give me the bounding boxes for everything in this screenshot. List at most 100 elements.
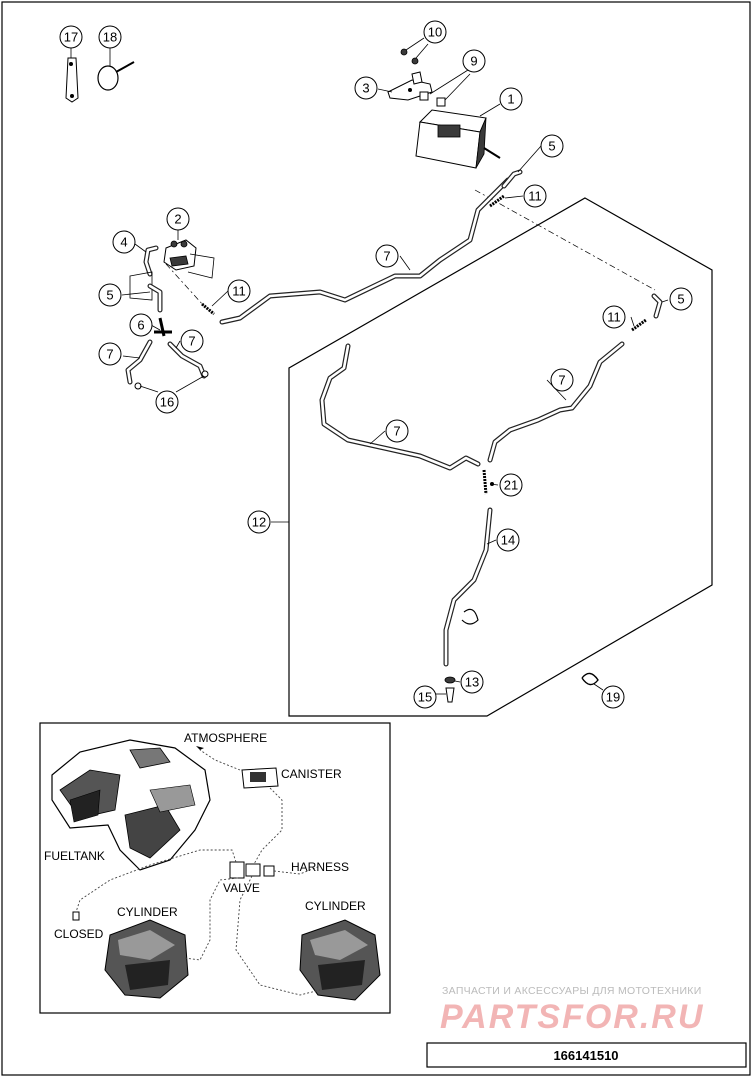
label-closed: CLOSED: [54, 927, 104, 941]
hose-part-7-right: [487, 341, 625, 463]
screws-part-10: [400, 48, 419, 65]
cable-tie-part-18: [97, 61, 135, 91]
svg-text:7: 7: [393, 424, 400, 439]
clips-part-9: [419, 91, 446, 107]
schematic-routing-lines: [75, 746, 321, 996]
callout-5-right: 5: [669, 287, 693, 311]
callout-16: 16: [155, 390, 179, 414]
callout-7-right: 7: [550, 368, 574, 392]
label-cylinder-left: CYLINDER: [117, 905, 178, 919]
callout-15: 15: [413, 685, 437, 709]
label-cylinder-right: CYLINDER: [305, 899, 366, 913]
callout-12: 12: [247, 510, 271, 534]
label-harness: HARNESS: [291, 860, 349, 874]
svg-text:13: 13: [465, 675, 479, 690]
svg-text:11: 11: [528, 189, 542, 204]
schematic-inset: [39, 722, 391, 1014]
callout-5-upper: 5: [540, 134, 564, 158]
svg-text:1: 1: [507, 92, 514, 107]
callout-11-right: 11: [602, 305, 626, 329]
callout-13: 13: [460, 670, 484, 694]
svg-text:7: 7: [106, 347, 113, 362]
assembly-12-boundary: [288, 197, 713, 717]
svg-text:7: 7: [383, 249, 390, 264]
svg-text:3: 3: [362, 81, 369, 96]
svg-text:19: 19: [606, 690, 620, 705]
callout-11-left: 11: [227, 279, 251, 303]
svg-text:16: 16: [160, 395, 174, 410]
watermark-tagline: ЗАПЧАСТИ И АКСЕССУАРЫ ДЛЯ МОТОТЕХНИКИ: [442, 985, 702, 997]
dashed-reference-line: [474, 189, 656, 291]
callout-7-upper: 7: [375, 244, 399, 268]
diagram-code: 166141510: [553, 1048, 618, 1063]
hose-part-7-middle: [319, 343, 481, 471]
svg-text:12: 12: [252, 515, 266, 530]
svg-text:7: 7: [188, 334, 195, 349]
callout-4: 4: [112, 230, 136, 254]
callout-6: 6: [129, 313, 153, 337]
connector-part-11-right: [631, 318, 647, 332]
closed-plug: [72, 911, 80, 921]
svg-text:7: 7: [558, 373, 565, 388]
callout-9: 9: [462, 49, 486, 73]
clamp-part-13: [444, 676, 456, 684]
svg-text:5: 5: [548, 139, 555, 154]
hose-canister-to-valve: [219, 177, 511, 325]
cylinder-right-drawing: [299, 919, 381, 1001]
svg-text:11: 11: [232, 284, 246, 299]
callout-7-middle: 7: [385, 419, 409, 443]
hoses-part-7-left: [125, 339, 207, 385]
elbow-part-5-upper: [501, 169, 523, 189]
callout-7-left-b: 7: [180, 329, 204, 353]
charcoal-canister-part-1: [415, 109, 501, 169]
elbow-part-5-left: [129, 271, 163, 313]
callout-7-left-a: 7: [98, 342, 122, 366]
elbow-part-5-right: [651, 293, 663, 319]
elbow-part-4: [143, 245, 159, 277]
label-fueltank: FUELTANK: [44, 849, 105, 863]
svg-text:17: 17: [64, 30, 78, 45]
svg-text:6: 6: [137, 318, 144, 333]
svg-text:14: 14: [501, 533, 515, 548]
callout-5-left: 5: [98, 283, 122, 307]
callout-1: 1: [499, 87, 523, 111]
svg-text:11: 11: [607, 310, 621, 325]
callout-10: 10: [423, 20, 447, 44]
schematic-valve: [229, 861, 275, 879]
connector-part-21: [482, 469, 494, 495]
schematic-canister: [241, 767, 279, 789]
fuel-tank-drawing: [51, 739, 211, 871]
callout-11-upper: 11: [523, 184, 547, 208]
callout-18: 18: [98, 25, 122, 49]
clip-part-19: [581, 672, 599, 686]
svg-text:5: 5: [106, 288, 113, 303]
svg-text:18: 18: [103, 30, 117, 45]
callout-19: 19: [601, 685, 625, 709]
nozzle-part-15: [445, 687, 455, 703]
svg-text:9: 9: [470, 54, 477, 69]
svg-text:2: 2: [174, 212, 181, 227]
callout-2: 2: [166, 207, 190, 231]
footer-code-box: [426, 1042, 747, 1068]
cylinder-left-drawing: [104, 919, 189, 999]
svg-text:5: 5: [677, 292, 684, 307]
label-atmosphere: ATMOSPHERE: [184, 731, 267, 745]
callout-3: 3: [354, 76, 378, 100]
label-canister: CANISTER: [281, 767, 342, 781]
svg-text:15: 15: [418, 690, 432, 705]
strap-part-17: [65, 57, 79, 103]
svg-text:4: 4: [120, 235, 127, 250]
label-valve: VALVE: [223, 881, 260, 895]
watermark-brand: PARTSFOR.RU: [440, 998, 704, 1036]
tee-part-6: [154, 317, 172, 337]
svg-text:10: 10: [428, 25, 442, 40]
callout-21: 21: [499, 473, 523, 497]
valve-part-2: [163, 239, 215, 279]
svg-text:21: 21: [504, 478, 518, 493]
hose-part-14: [443, 507, 493, 667]
connector-part-11-left: [201, 302, 215, 316]
callout-14: 14: [496, 528, 520, 552]
callout-17: 17: [59, 25, 83, 49]
